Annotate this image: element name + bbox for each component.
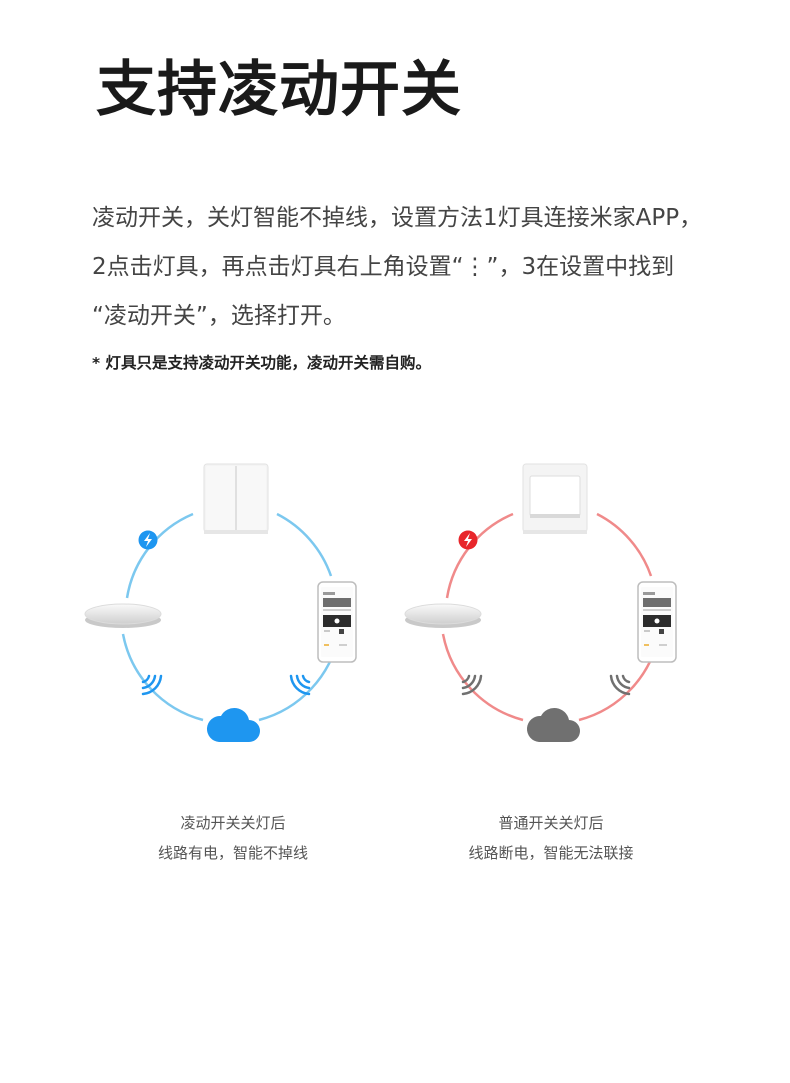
caption-description: 线路有电，智能不掉线 — [157, 844, 308, 862]
wifi-signal-icon — [461, 674, 483, 696]
phone-app-icon — [317, 581, 357, 663]
setup-description: 凌动开关，关灯智能不掉线，设置方法1灯具连接米家APP， 2点击灯具，再点击灯具… — [92, 194, 732, 341]
purchase-note: * 灯具只是支持凌动开关功能，凌动开关需自购。 — [92, 354, 432, 372]
connection-ring — [441, 512, 661, 722]
lightning-icon — [138, 530, 158, 550]
ceiling-lamp-icon — [404, 603, 482, 628]
single-rocker-switch-icon — [522, 463, 588, 534]
phone-app-icon — [637, 581, 677, 663]
wifi-signal-icon — [289, 674, 311, 696]
description-line-1: 凌动开关，关灯智能不掉线，设置方法1灯具连接米家APP， — [92, 205, 703, 231]
ring-arc — [125, 512, 194, 599]
caption-description: 线路断电，智能无法联接 — [468, 844, 634, 862]
normal-switch-diagram — [403, 458, 703, 758]
cloud-icon — [206, 707, 260, 742]
description-line-3: “凌动开关”，选择打开。 — [92, 303, 346, 329]
smart-switch-diagram — [83, 458, 383, 758]
smart-switch-caption: 凌动开关关灯后 线路有电，智能不掉线 — [93, 808, 373, 868]
cloud-icon — [526, 707, 580, 742]
description-line-2: 2点击灯具，再点击灯具右上角设置“⋮”，3在设置中找到 — [92, 254, 675, 280]
caption-title: 普通开关关灯后 — [498, 814, 604, 832]
ring-arc — [596, 512, 653, 577]
wifi-signal-icon — [609, 674, 631, 696]
ceiling-lamp-icon — [84, 603, 162, 628]
lightning-icon — [458, 530, 478, 550]
ring-arc — [121, 633, 204, 722]
normal-switch-caption: 普通开关关灯后 线路断电，智能无法联接 — [411, 808, 691, 868]
caption-title: 凌动开关关灯后 — [180, 814, 286, 832]
ring-arc — [441, 633, 524, 722]
page-title: 支持凌动开关 — [96, 55, 462, 125]
wifi-signal-icon — [141, 674, 163, 696]
ring-arc — [276, 512, 333, 577]
ring-arc — [445, 512, 514, 599]
double-rocker-switch-icon — [203, 463, 269, 534]
